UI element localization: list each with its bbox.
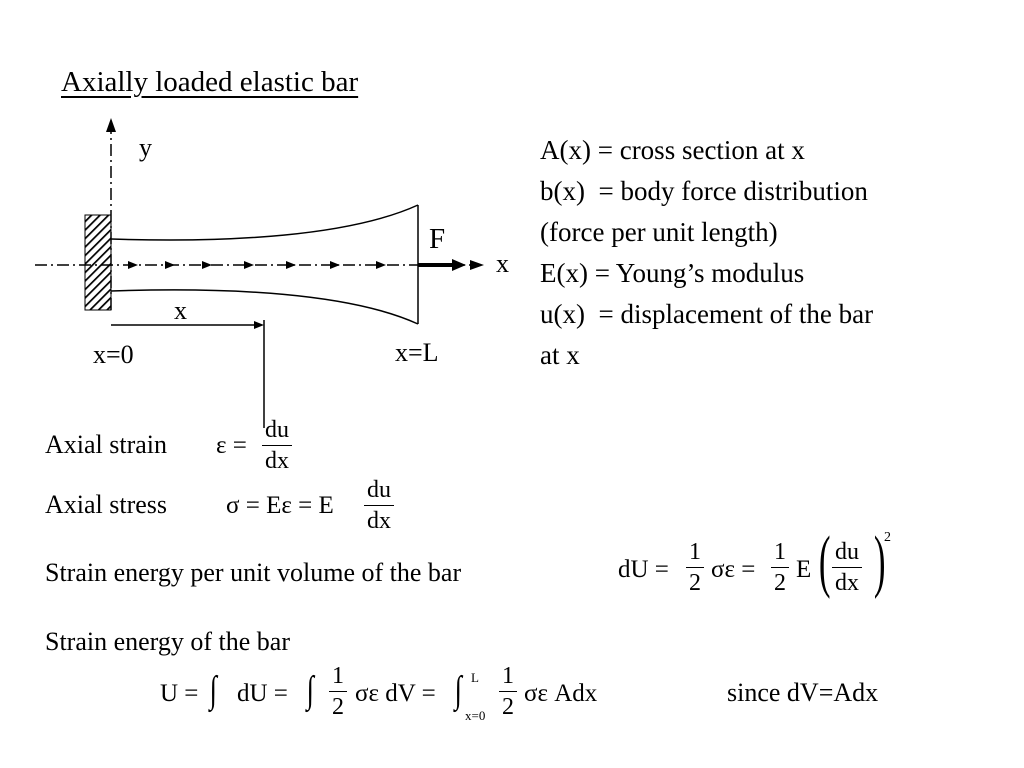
fraction-numerator: 1 (774, 539, 786, 565)
integral-upper-limit: L (471, 670, 479, 685)
half-fraction: 1 2 (686, 540, 704, 595)
half-fraction: 1 2 (499, 664, 517, 719)
strain-energy-dv-eq: σε dV = (355, 680, 436, 707)
axial-stress-label: Axial stress (45, 490, 168, 519)
strain-energy-volume-lhs: dU = (618, 556, 669, 583)
right-end-label: x=L (395, 338, 439, 367)
fraction-denominator: dx (265, 448, 289, 474)
fraction-denominator: 2 (774, 570, 786, 596)
fraction-bar (329, 691, 347, 692)
axial-strain-lhs: ε = (216, 432, 247, 459)
definition-line: u(x) = displacement of the bar (540, 299, 874, 329)
youngs-modulus-symbol: E (796, 556, 812, 583)
strain-energy-u-eq: U = (160, 680, 199, 707)
fraction-bar (499, 691, 517, 692)
bar-outline-top (110, 204, 419, 241)
integral-sign: ∫ (209, 669, 217, 711)
x-axis-label: x (496, 249, 509, 278)
definitions-list: A(x) = cross section at x b(x) = body fo… (540, 130, 873, 376)
fraction-bar (364, 505, 394, 506)
fixed-wall (84, 214, 112, 311)
body-force-arrows (128, 261, 386, 269)
exponent: 2 (884, 530, 891, 545)
axial-strain-label: Axial strain (45, 430, 168, 459)
axial-stress-fraction: du dx (364, 478, 394, 533)
strain-energy-volume-mid: σε = (711, 556, 756, 583)
integral-sign: ∫ (306, 669, 314, 711)
half-fraction: 1 2 (329, 664, 347, 719)
bar-outline-bottom (110, 289, 419, 325)
fraction-bar (832, 567, 862, 568)
definite-integral-sign: ∫ (454, 669, 462, 711)
axial-stress-lhs: σ = Eε = E (226, 492, 334, 519)
definition-line: b(x) = body force distribution (540, 176, 868, 206)
right-paren: ) (873, 523, 886, 600)
left-paren: ( (818, 523, 831, 600)
fraction-bar (262, 445, 292, 446)
fraction-bar (771, 567, 789, 568)
fraction-bar (686, 567, 704, 568)
dv-note: since dV=Adx (727, 678, 879, 707)
fraction-numerator: du (265, 417, 289, 443)
half-fraction: 1 2 (771, 540, 789, 595)
page-title: Axially loaded elastic bar (61, 66, 359, 98)
axial-strain-fraction: du dx (262, 418, 292, 473)
fraction-denominator: dx (835, 570, 859, 596)
integral-lower-limit: x=0 (465, 708, 486, 723)
fraction-numerator: 1 (502, 663, 514, 689)
fraction-numerator: 1 (332, 663, 344, 689)
definition-line: (force per unit length) (540, 217, 778, 247)
fraction-denominator: 2 (502, 694, 514, 720)
definition-line: A(x) = cross section at x (540, 135, 805, 165)
fraction-numerator: du (367, 477, 391, 503)
definition-line: at x (540, 340, 580, 370)
force-label: F (429, 223, 446, 255)
left-end-label: x=0 (93, 340, 134, 369)
definition-line: E(x) = Young’s modulus (540, 258, 805, 288)
fraction-denominator: 2 (332, 694, 344, 720)
strain-energy-bar-label: Strain energy of the bar (45, 627, 290, 656)
fraction-numerator: 1 (689, 539, 701, 565)
strain-energy-tail: σε Adx (524, 680, 598, 707)
fraction-numerator: du (835, 539, 859, 565)
fraction-denominator: dx (367, 508, 391, 534)
x-dimension-label: x (174, 296, 187, 325)
y-axis-label: y (139, 133, 152, 162)
strain-energy-du-eq: dU = (237, 680, 288, 707)
strain-energy-volume-label: Strain energy per unit volume of the bar (45, 558, 462, 587)
du-dx-fraction: du dx (832, 540, 862, 595)
fraction-denominator: 2 (689, 570, 701, 596)
